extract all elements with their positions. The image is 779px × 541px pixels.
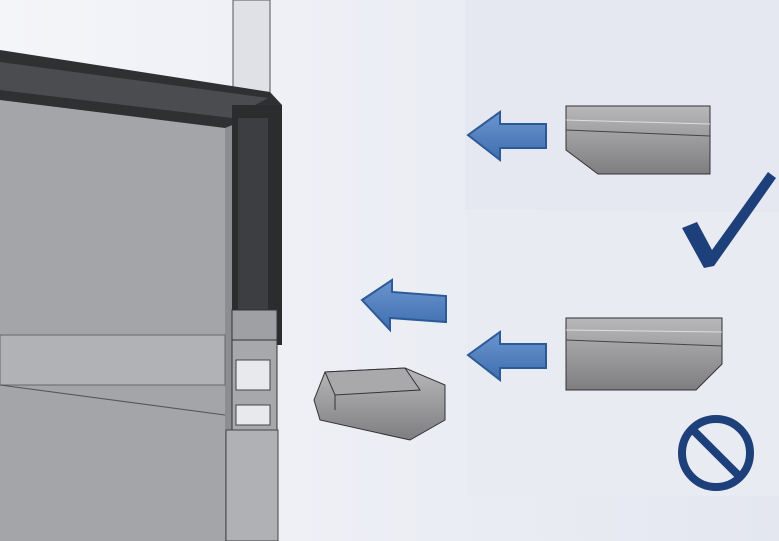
- wrong-insert-profile: [565, 317, 723, 391]
- insert-part: [313, 367, 446, 441]
- prohibited-icon: [678, 415, 754, 491]
- aluminium-profile: [0, 50, 282, 541]
- checkmark-icon: [682, 172, 776, 268]
- correct-insert-profile: [565, 105, 711, 175]
- arrow-left-icon: [466, 330, 547, 383]
- arrow-left-icon: [466, 110, 547, 163]
- correct-panel: [465, 0, 779, 210]
- arrow-left-icon: [360, 278, 447, 333]
